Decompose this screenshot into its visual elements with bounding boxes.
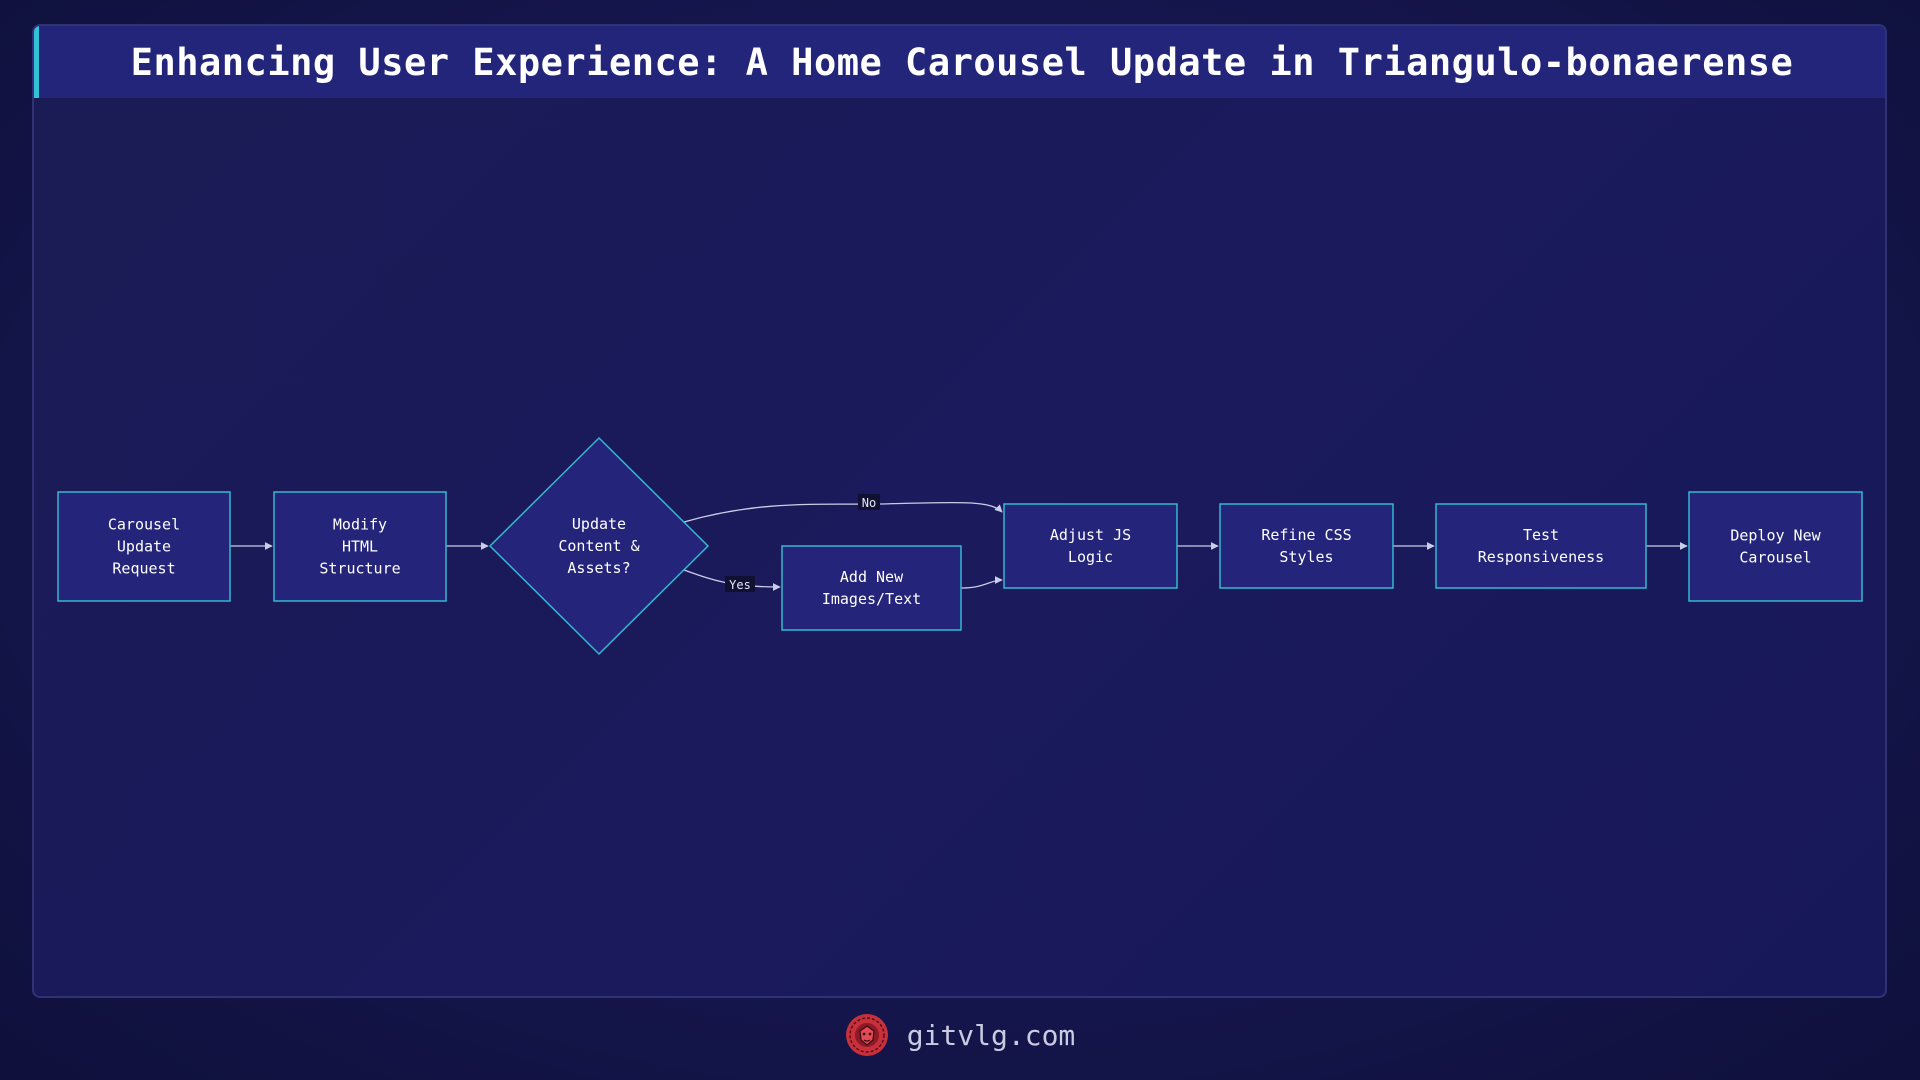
footer-site-link[interactable]: gitvlg.com [906,1018,1076,1052]
node-label-line: Responsiveness [1478,548,1604,566]
edge-n3-n5 [683,501,1003,523]
node-label-line: Deploy New [1730,527,1821,545]
edge-arrow [683,569,781,591]
edge-label-no: No [858,494,880,510]
node-label-line: Images/Text [822,590,921,608]
process-box [57,491,231,602]
process-box [273,491,447,602]
node-label-line: Content & [558,537,639,555]
footer: gitvlg.com [0,1010,1920,1060]
lion-icon [845,1014,888,1056]
process-box [1003,503,1178,589]
node-label-line: Test [1523,526,1559,544]
process-box [1688,491,1863,602]
process-node-n6: Refine CSS Styles [1219,503,1394,589]
node-label-line: Adjust JS [1050,526,1131,544]
node-label-line: Add New [840,568,904,586]
edge-n4-n5 [960,576,1003,589]
page-title: Enhancing User Experience: A Home Carous… [130,40,1794,84]
node-label-line: Modify [333,516,387,534]
svg-text:Yes: Yes [729,578,751,592]
edge-n3-n4 [683,569,781,591]
node-label-line: Logic [1068,548,1113,566]
node-label-line: Structure [319,560,400,578]
node-label-line: HTML [342,538,378,556]
edge-label-yes: Yes [725,576,755,592]
node-label-line: Update [117,538,171,556]
process-box [1219,503,1394,589]
node-label-line: Carousel [108,516,180,534]
process-box [1435,503,1647,589]
node-label-line: Update [572,515,626,533]
title-bar: Enhancing User Experience: A Home Carous… [34,26,1885,98]
node-label-line: Styles [1279,548,1333,566]
process-node-n5: Adjust JS Logic [1003,503,1178,589]
node-label-line: Assets? [567,559,630,577]
edge-arrow [683,501,1003,523]
node-label-line: Carousel [1739,549,1811,567]
node-label-line: Refine CSS [1261,526,1351,544]
edge-arrow [960,576,1003,589]
process-box [781,545,962,631]
node-label-line: Request [112,560,175,578]
svg-text:No: No [862,496,876,510]
decision-diamond [488,436,710,656]
